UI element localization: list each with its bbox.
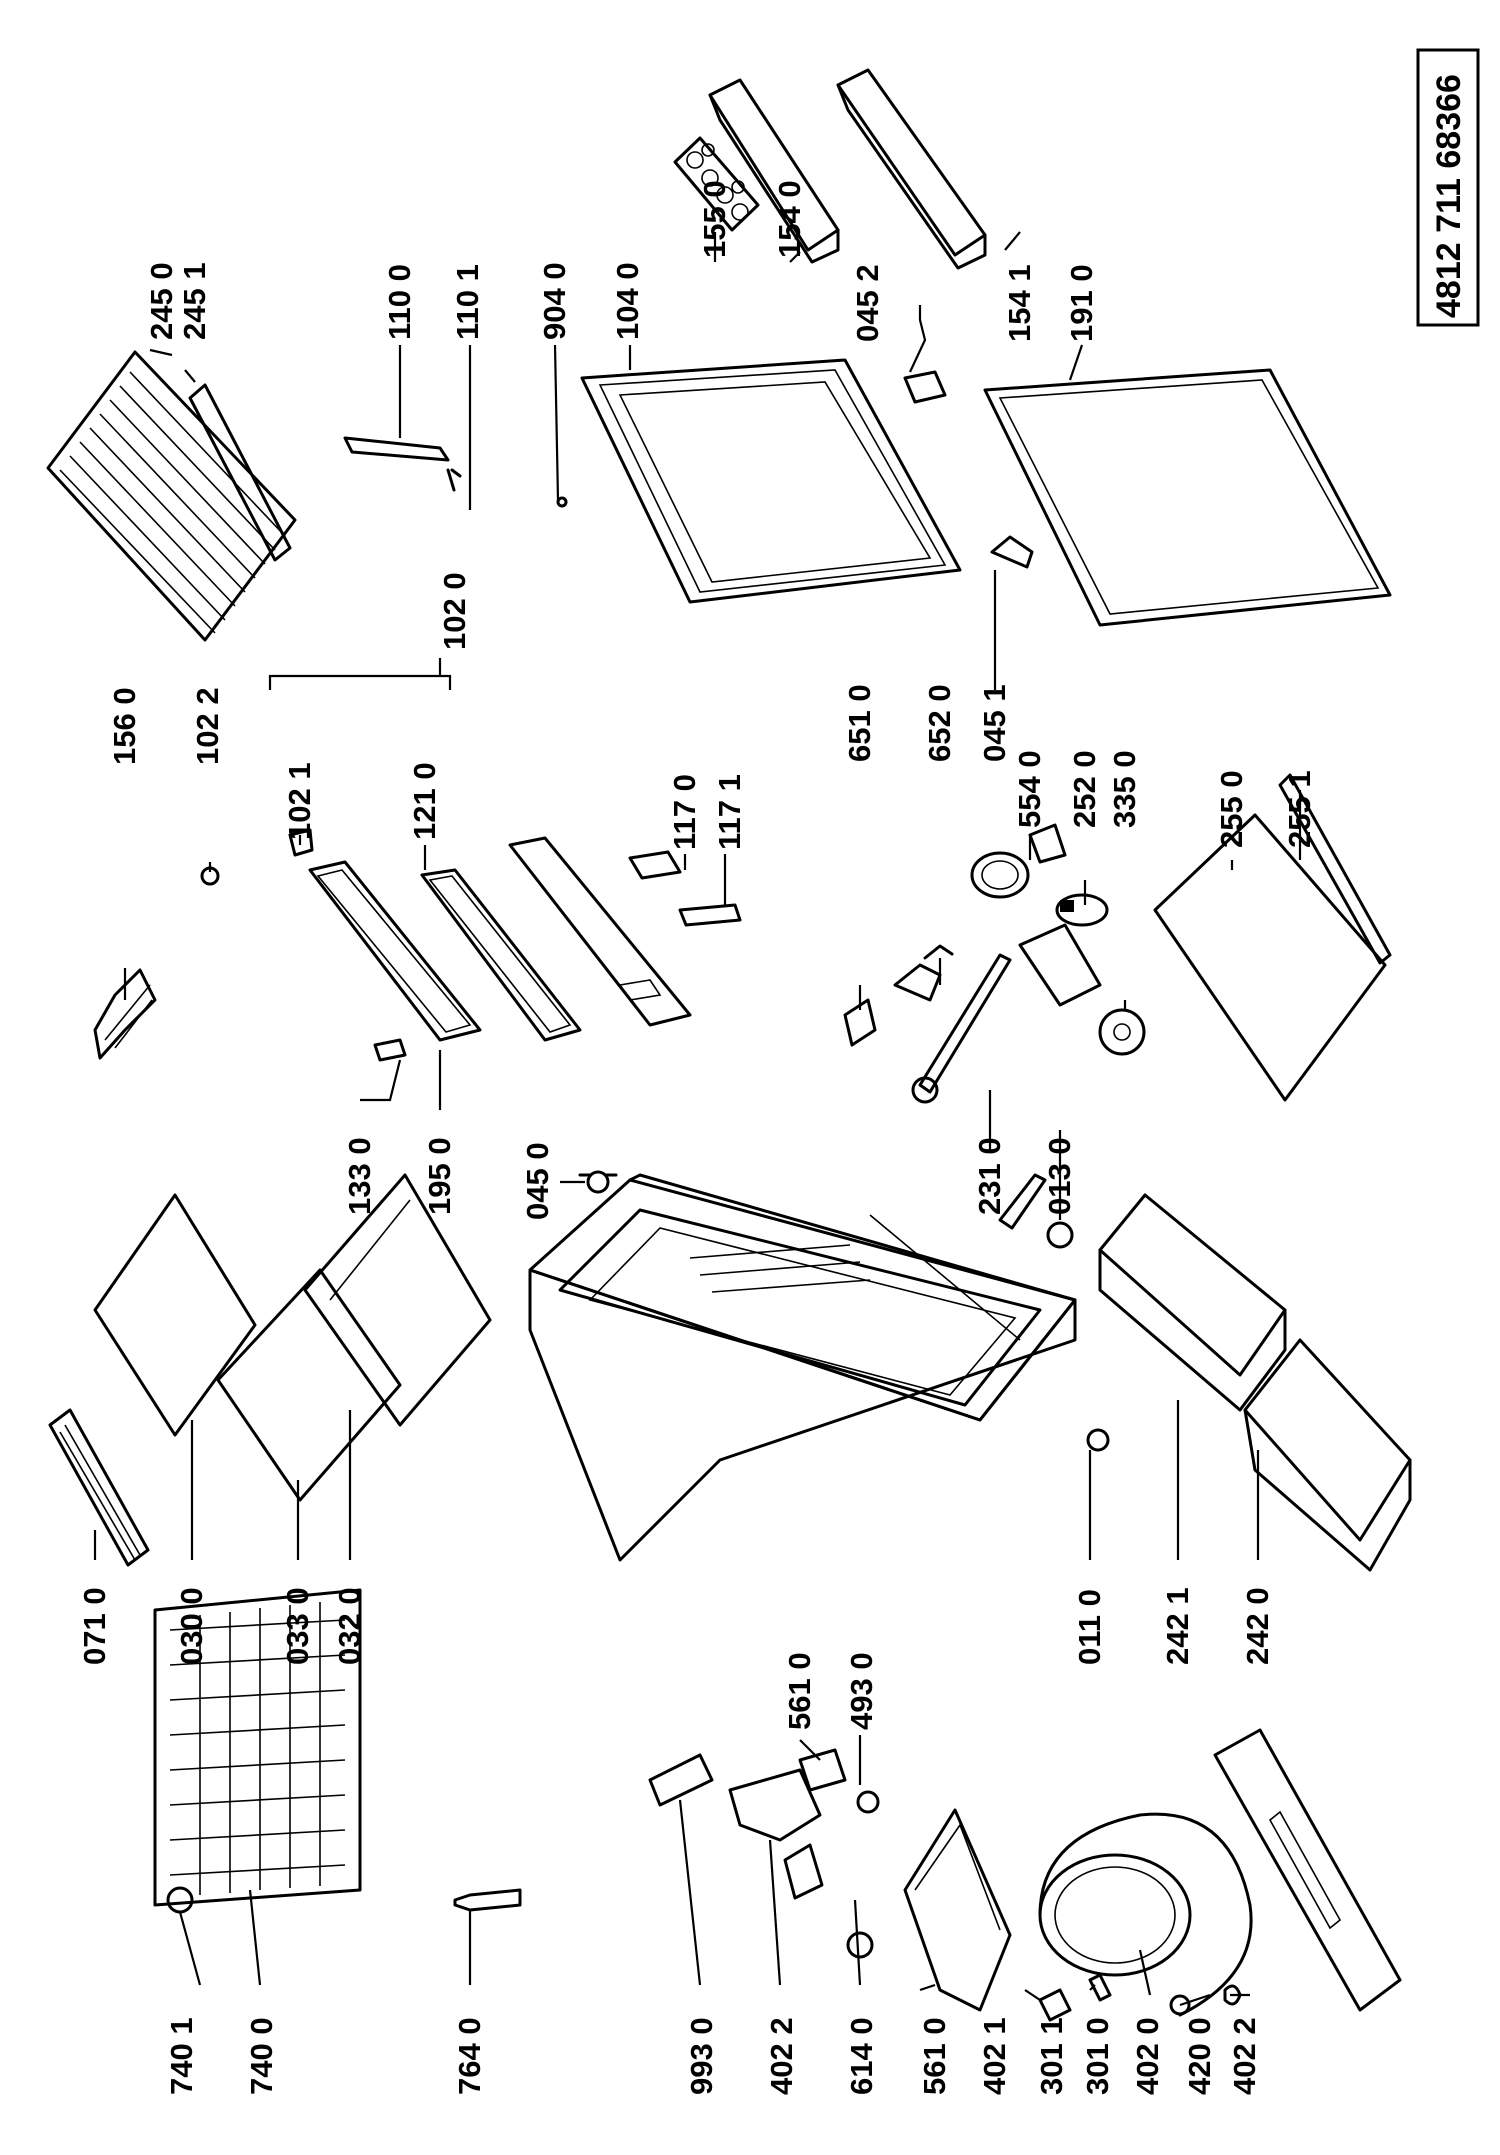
hinge-parts-drawing [343, 436, 568, 508]
label-155-0: 155 0 [697, 180, 732, 258]
bracket-small-drawing [903, 370, 947, 404]
label-011-0: 011 0 [1072, 1589, 1107, 1665]
label-335-0: 335 0 [1107, 750, 1142, 828]
label-156-0: 156 0 [107, 687, 142, 765]
condenser-drawing [153, 1588, 362, 1907]
label-561-0: 561 0 [917, 2017, 952, 2095]
label-033-0: 033 0 [280, 1587, 315, 1665]
label-993-0: 993 0 [684, 2017, 719, 2095]
thermostat-parts-drawing [843, 944, 1074, 1249]
compressor-drawing [1038, 1812, 1253, 2017]
label-195-0: 195 0 [422, 1137, 457, 1215]
document-number: 4812 711 68366 [1430, 74, 1468, 318]
label-110-0: 110 0 [382, 264, 417, 340]
label-255-1: 255 1 [1282, 770, 1317, 848]
label-154-1: 154 1 [1002, 264, 1037, 342]
label-764-0: 764 0 [452, 2017, 487, 2095]
label-614-0: 614 0 [844, 2017, 879, 2095]
label-301-0: 301 0 [1080, 2017, 1115, 2095]
glass-shelf-drawing [1153, 773, 1392, 1102]
freezer-door-drawing [580, 358, 962, 604]
wire-shelf-drawing [46, 350, 297, 642]
leader-lines [93, 231, 1302, 2007]
label-493-0: 493 0 [844, 1652, 879, 1730]
part-labels: 245 0 245 1 110 0 110 1 904 0 104 0 155 … [77, 180, 1317, 2095]
label-030-0: 030 0 [174, 1587, 209, 1665]
label-652-0: 652 0 [922, 684, 957, 762]
label-301-1: 301 1 [1034, 2017, 1069, 2095]
label-740-0: 740 0 [244, 2017, 279, 2095]
label-110-1: 110 1 [450, 264, 485, 340]
label-402-1: 402 1 [977, 2017, 1012, 2095]
label-117-1: 117 1 [712, 774, 747, 850]
label-154-0: 154 0 [772, 180, 807, 258]
drier-drawing [453, 1888, 522, 1912]
ice-tray-drawing [93, 968, 157, 1060]
label-561-0-top: 561 0 [782, 1652, 817, 1730]
label-102-2: 102 2 [190, 687, 225, 765]
label-252-0: 252 0 [1067, 750, 1102, 828]
bracket-045-1-drawing [990, 535, 1034, 569]
label-045-1: 045 1 [977, 684, 1012, 762]
label-245-0: 245 0 [144, 262, 179, 340]
label-242-1: 242 1 [1160, 1587, 1195, 1665]
label-402-0: 402 0 [1130, 2017, 1165, 2095]
lamp-parts-drawing [970, 823, 1146, 1056]
foot-drawing [1086, 1428, 1110, 1452]
label-104-0: 104 0 [610, 262, 645, 340]
label-121-0: 121 0 [407, 762, 442, 840]
label-554-0: 554 0 [1012, 750, 1047, 828]
label-242-0: 242 0 [1240, 1587, 1275, 1665]
relay-cover-drawing [903, 1808, 1012, 2012]
label-245-1: 245 1 [177, 262, 212, 340]
label-133-0: 133 0 [342, 1137, 377, 1215]
label-191-0: 191 0 [1064, 264, 1099, 342]
grille-071-drawing [48, 1408, 150, 1567]
glass-plate-030-drawing [93, 1193, 257, 1437]
document-number-box: 4812 711 68366 [1416, 48, 1480, 327]
door-gasket-drawing [983, 368, 1392, 627]
door-bin-drawing [708, 68, 987, 270]
label-117-0: 117 0 [667, 774, 702, 850]
crisper-drawings [1098, 1193, 1412, 1572]
label-045-2: 045 2 [850, 264, 885, 342]
freezer-flap-drawing [308, 836, 742, 1062]
base-plate-drawing [1213, 1728, 1402, 2012]
bracket-045-0-drawing [578, 1170, 618, 1194]
label-013-0: 013 0 [1042, 1137, 1077, 1215]
label-071-0: 071 0 [77, 1587, 112, 1665]
cabinet-drawing [528, 1173, 1077, 1562]
label-102-0: 102 0 [437, 572, 472, 650]
shelf-032-drawing [303, 1173, 492, 1427]
label-420-0: 420 0 [1182, 2017, 1217, 2095]
label-231-0: 231 0 [972, 1137, 1007, 1215]
label-032-0: 032 0 [332, 1587, 367, 1665]
shelf-033-drawing [216, 1268, 402, 1502]
egg-tray-drawing [673, 136, 760, 232]
label-255-0: 255 0 [1214, 770, 1249, 848]
knob-740-1-drawing [166, 1886, 194, 1914]
label-904-0: 904 0 [537, 262, 572, 340]
label-740-1: 740 1 [164, 2017, 199, 2095]
label-402-2-bottom: 402 2 [1227, 2017, 1262, 2095]
label-102-1: 102 1 [282, 762, 317, 840]
label-651-0: 651 0 [842, 684, 877, 762]
electrical-parts-drawing [648, 1748, 880, 1959]
label-402-2-top: 402 2 [764, 2017, 799, 2095]
label-045-0: 045 0 [520, 1142, 555, 1220]
